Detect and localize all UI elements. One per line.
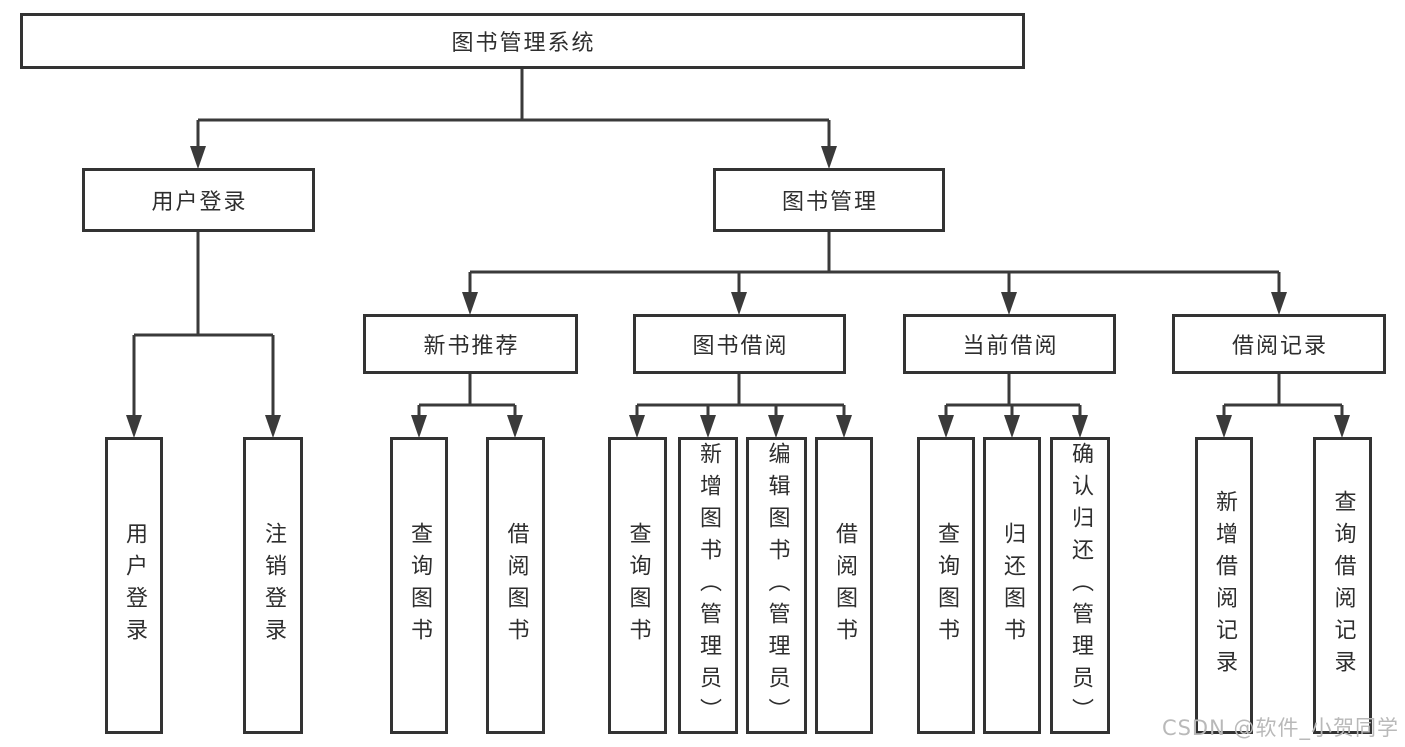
node-book-borrow: 图书借阅 — [633, 314, 846, 374]
leaf-borrow-books-1: 借阅图书 — [486, 437, 545, 734]
node-root-label: 图书管理系统 — [451, 31, 596, 56]
leaf-edit-books-admin: 编辑图书（管理员） — [746, 437, 807, 734]
leaf-query-borrow-record-label: 查询借阅记录 — [1330, 489, 1356, 682]
leaf-query-books-2-label: 查询图书 — [625, 521, 651, 650]
leaf-borrow-books-2-label: 借阅图书 — [832, 521, 857, 650]
leaf-add-borrow-record-label: 新增借阅记录 — [1212, 489, 1237, 682]
node-book-management: 图书管理 — [713, 168, 945, 232]
leaf-query-books-3-label: 查询图书 — [934, 521, 959, 650]
node-current-borrow-label: 当前借阅 — [962, 334, 1059, 359]
node-borrow-records-label: 借阅记录 — [1231, 334, 1328, 359]
node-new-book-recommend: 新书推荐 — [363, 314, 578, 374]
csdn-watermark: CSDN @软件_小贺同学 — [1161, 716, 1399, 740]
leaf-query-books-3: 查询图书 — [917, 437, 975, 734]
leaf-add-books-admin-label: 新增图书（管理员） — [696, 441, 721, 730]
leaf-confirm-return-admin: 确认归还（管理员） — [1050, 437, 1110, 734]
leaf-logout: 注销登录 — [243, 437, 303, 734]
leaf-edit-books-admin-label: 编辑图书（管理员） — [764, 441, 790, 730]
node-user-login: 用户登录 — [82, 168, 315, 232]
node-book-borrow-label: 图书借阅 — [692, 334, 789, 359]
leaf-user-login: 用户登录 — [105, 437, 163, 734]
leaf-query-books-1-label: 查询图书 — [407, 521, 432, 650]
node-root: 图书管理系统 — [20, 13, 1025, 69]
leaf-confirm-return-admin-label: 确认归还（管理员） — [1068, 441, 1093, 730]
node-user-login-label: 用户登录 — [151, 190, 248, 215]
leaf-query-books-1: 查询图书 — [390, 437, 448, 734]
node-borrow-records: 借阅记录 — [1172, 314, 1386, 374]
leaf-add-borrow-record: 新增借阅记录 — [1195, 437, 1253, 734]
leaf-return-books-label: 归还图书 — [1000, 521, 1025, 650]
node-new-book-recommend-label: 新书推荐 — [423, 334, 520, 359]
node-current-borrow: 当前借阅 — [903, 314, 1116, 374]
leaf-user-login-label: 用户登录 — [122, 521, 147, 650]
leaf-query-books-2: 查询图书 — [608, 437, 667, 734]
leaf-borrow-books-2: 借阅图书 — [815, 437, 873, 734]
leaf-return-books: 归还图书 — [983, 437, 1041, 734]
leaf-add-books-admin: 新增图书（管理员） — [678, 437, 738, 734]
node-book-management-label: 图书管理 — [781, 190, 878, 215]
leaf-query-borrow-record: 查询借阅记录 — [1313, 437, 1372, 734]
leaf-logout-label: 注销登录 — [261, 521, 286, 650]
leaf-borrow-books-1-label: 借阅图书 — [503, 521, 529, 650]
